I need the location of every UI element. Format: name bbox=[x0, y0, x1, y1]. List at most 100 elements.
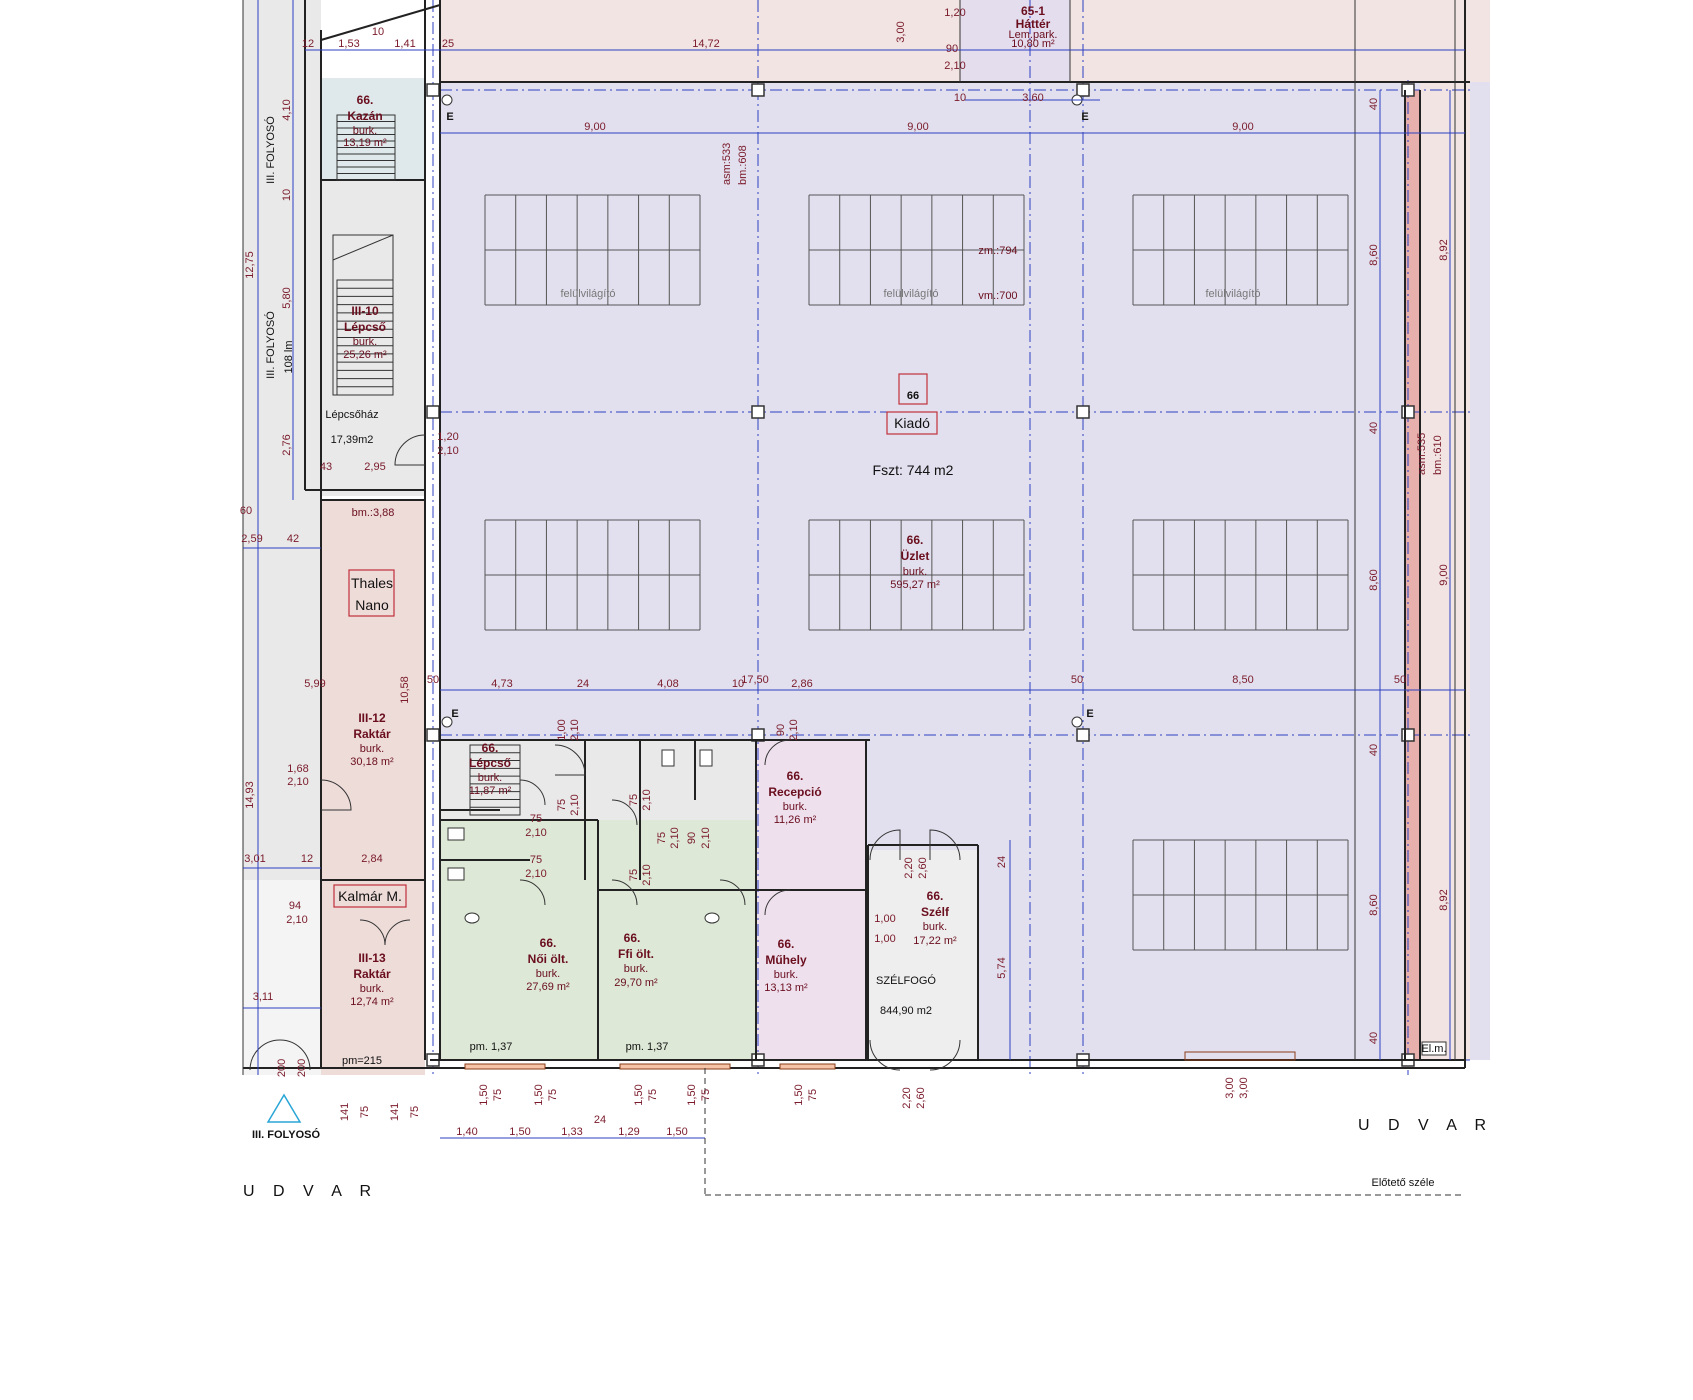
room-szelf: 66. Szélf burk. 17,22 m² bbox=[913, 889, 957, 947]
szelfogo-area: 844,90 m2 bbox=[880, 1005, 932, 1017]
svg-text:burk.: burk. bbox=[360, 983, 384, 995]
dim-d-23: 90 bbox=[686, 832, 698, 844]
skylight-grids bbox=[484, 194, 1349, 951]
kalmar-label: Kalmár M. bbox=[338, 888, 402, 904]
dim-m-6: 17,50 bbox=[741, 674, 769, 686]
dim-b-18: 75 bbox=[409, 1106, 421, 1118]
dim-m-1: 50 bbox=[427, 674, 439, 686]
folyoso-label-top: III. FOLYOSÓ bbox=[264, 116, 277, 184]
dim-m-3: 24 bbox=[577, 678, 589, 690]
dim-b-7: 1,50 bbox=[686, 1084, 698, 1105]
svg-text:13,19 m²: 13,19 m² bbox=[343, 137, 387, 149]
dim-s-1: 43 bbox=[320, 461, 332, 473]
dim-s-8: 2,10 bbox=[287, 776, 308, 788]
svg-text:13,13 m²: 13,13 m² bbox=[764, 982, 808, 994]
dim-c-5: 1,29 bbox=[618, 1126, 639, 1138]
svg-text:10,80 m²: 10,80 m² bbox=[1011, 38, 1055, 50]
svg-text:Lépcső: Lépcső bbox=[469, 756, 511, 770]
dim-m-5: 10 bbox=[732, 678, 744, 690]
dim-h-1: 3,60 bbox=[1022, 92, 1043, 104]
dim-l-10: 12 bbox=[301, 853, 313, 865]
thales-bm-note: bm.:3,88 bbox=[352, 507, 395, 519]
dim-m-2: 4,73 bbox=[491, 678, 512, 690]
svg-text:Háttér: Háttér bbox=[1016, 17, 1051, 31]
dim-d-21: 24 bbox=[996, 856, 1008, 868]
space-status: Kiadó bbox=[894, 415, 930, 431]
dim-b-16: 75 bbox=[359, 1106, 371, 1118]
space-status-box bbox=[886, 411, 938, 435]
room-raktar-iii-12: III-12 Raktár burk. 30,18 m² bbox=[350, 711, 394, 768]
el-m-label: El.m. bbox=[1421, 1043, 1446, 1055]
asm-left: asm:533 bbox=[721, 143, 733, 185]
room-hatter: 65-1 Háttér Lem.park. 10,80 m² bbox=[1009, 4, 1058, 50]
dim-d-4: 2,10 bbox=[569, 794, 581, 815]
dim-b-4: 75 bbox=[547, 1089, 559, 1101]
ffi-olt-fill bbox=[598, 820, 756, 1060]
staircase-66 bbox=[469, 744, 521, 816]
dim-l-6: 2,76 bbox=[281, 434, 293, 455]
kalmar-label-box bbox=[333, 884, 407, 908]
dim-top-3: 1,41 bbox=[394, 38, 415, 50]
dim-b-2: 75 bbox=[492, 1089, 504, 1101]
shop-number: 66. bbox=[907, 533, 924, 547]
staircase-iii-10 bbox=[336, 279, 394, 396]
svg-text:17,22 m²: 17,22 m² bbox=[913, 935, 957, 947]
svg-text:Recepció: Recepció bbox=[768, 785, 821, 799]
svg-text:Raktár: Raktár bbox=[353, 727, 391, 741]
e-mark-1: E bbox=[446, 111, 453, 123]
left-outer-fill bbox=[243, 880, 321, 1075]
dim-d-11: 75 bbox=[628, 794, 640, 806]
e-mark-2: E bbox=[1081, 111, 1088, 123]
dim-l-2: 14,93 bbox=[244, 781, 256, 809]
room-lepcso-66: 66. Lépcső burk. 11,87 m² bbox=[469, 741, 512, 797]
svg-text:Szélf: Szélf bbox=[921, 905, 950, 919]
svg-text:66.: 66. bbox=[778, 937, 795, 951]
dim-b-5: 1,50 bbox=[633, 1084, 645, 1105]
szelf-fill bbox=[868, 850, 978, 1060]
thales-label-box bbox=[348, 569, 395, 617]
dim-top-5: 14,72 bbox=[692, 38, 720, 50]
dim-bay-1: 9,00 bbox=[584, 121, 605, 133]
svg-text:III-12: III-12 bbox=[358, 711, 386, 725]
dim-top-2: 10 bbox=[372, 26, 384, 38]
dim-r-1: 8,60 bbox=[1368, 244, 1380, 265]
dim-l-9: 3,01 bbox=[244, 853, 265, 865]
dim-s-9: 2,84 bbox=[361, 853, 382, 865]
dim-b-3: 1,50 bbox=[533, 1084, 545, 1105]
svg-text:burk.: burk. bbox=[536, 968, 560, 980]
lm-note: 108 lm bbox=[283, 340, 295, 373]
dim-l-11: 3,11 bbox=[253, 991, 274, 1003]
dim-m-4: 4,08 bbox=[657, 678, 678, 690]
svg-text:66.: 66. bbox=[357, 93, 374, 107]
dim-s-4: 2,10 bbox=[437, 445, 458, 457]
svg-text:burk.: burk. bbox=[624, 963, 648, 975]
asm-right: asm:535 bbox=[1416, 433, 1428, 475]
dim-d-8: 2,10 bbox=[525, 827, 546, 839]
svg-text:burk.: burk. bbox=[478, 772, 502, 784]
dim-c-6: 1,50 bbox=[666, 1126, 687, 1138]
noi-olt-fill bbox=[440, 820, 598, 1060]
svg-text:29,70 m²: 29,70 m² bbox=[614, 977, 658, 989]
dim-r-2: 8,60 bbox=[1368, 569, 1380, 590]
svg-text:25,26 m²: 25,26 m² bbox=[343, 349, 387, 361]
dim-m-7: 2,86 bbox=[791, 678, 812, 690]
dim-b-8: 75 bbox=[700, 1089, 712, 1101]
svg-text:65-1: 65-1 bbox=[1021, 4, 1045, 18]
shop-name: Üzlet bbox=[901, 548, 930, 563]
el-m-box bbox=[1421, 1041, 1447, 1056]
dim-d-12: 2,10 bbox=[641, 789, 653, 810]
svg-text:66.: 66. bbox=[787, 769, 804, 783]
dim-d-9: 75 bbox=[530, 854, 542, 866]
dim-s-7: 1,68 bbox=[287, 763, 308, 775]
dim-m-9: 8,50 bbox=[1232, 674, 1253, 686]
e-mark-3: E bbox=[451, 708, 458, 720]
e-markers bbox=[441, 94, 1083, 728]
dim-d-18: 1,00 bbox=[874, 933, 895, 945]
thales-line-2: Nano bbox=[355, 597, 389, 613]
dim-c-4: 24 bbox=[594, 1114, 606, 1126]
canopy-edge-label: Előtető széle bbox=[1372, 1177, 1435, 1189]
dim-b-15: 141 bbox=[339, 1103, 351, 1121]
dim-top-1: 1,53 bbox=[338, 38, 359, 50]
dim-b-9: 1,50 bbox=[793, 1084, 805, 1105]
